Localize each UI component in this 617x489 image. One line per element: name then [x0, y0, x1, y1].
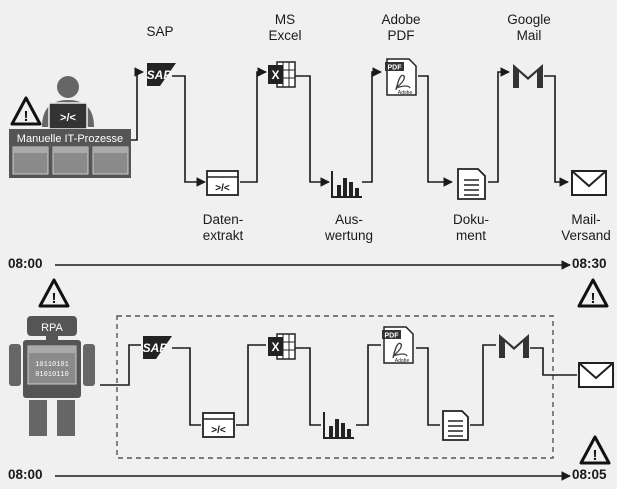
window-icon	[52, 146, 89, 175]
code-glyph: >/<	[60, 112, 76, 124]
gmail-icon	[499, 334, 529, 358]
manual-process-desk: Manuelle IT-Prozesse	[9, 129, 131, 178]
warning-icon: !	[579, 435, 611, 465]
window-icon	[92, 146, 129, 175]
svg-text:SAP: SAP	[147, 68, 173, 82]
svg-text:>/<: >/<	[211, 425, 226, 436]
svg-text:!: !	[593, 447, 598, 464]
process-label: Manuelle IT-Prozesse	[17, 133, 123, 145]
excel-icon: X	[268, 333, 296, 360]
bottom-time-start: 08:00	[8, 467, 43, 482]
terminal-icon: >/<	[202, 412, 235, 438]
svg-text:!: !	[591, 290, 596, 307]
svg-text:PDF: PDF	[388, 65, 403, 72]
pdf-icon: PDF Adobe	[382, 326, 414, 364]
sap-logo-icon: SAP	[143, 336, 172, 359]
mail-icon	[578, 362, 614, 388]
svg-text:>/<: >/<	[215, 183, 230, 194]
warning-icon: !	[38, 278, 70, 308]
svg-text:Adobe: Adobe	[398, 90, 413, 96]
svg-text:!: !	[24, 108, 29, 125]
step-label-mail: Mail-Versand	[561, 212, 611, 243]
robot-label: RPA	[41, 322, 63, 334]
bottom-flow-lines	[100, 344, 577, 426]
bar-chart-icon	[331, 171, 362, 198]
svg-text:PDF: PDF	[385, 333, 400, 340]
sap-logo-icon: SAP	[147, 63, 176, 86]
warning-icon: !	[10, 96, 42, 126]
robot-icon: RPA 10110101 01010110	[9, 316, 95, 436]
mail-icon	[571, 170, 607, 196]
bar-chart-icon	[323, 412, 354, 439]
svg-text:SAP: SAP	[143, 341, 169, 355]
document-icon	[442, 410, 469, 441]
step-label-extract: Daten-extrakt	[202, 212, 244, 243]
top-flow-lines	[131, 67, 569, 187]
top-time-end: 08:30	[572, 256, 607, 271]
rpa-automation-box	[116, 315, 554, 459]
svg-text:Adobe: Adobe	[395, 358, 410, 364]
top-time-start: 08:00	[8, 256, 43, 271]
excel-icon: X	[268, 61, 296, 88]
pdf-icon: PDF Adobe	[385, 58, 417, 96]
window-icon: 10110101 01010110	[27, 345, 77, 385]
step-label-eval: Aus-wertung	[324, 212, 374, 243]
svg-text:10110101: 10110101	[35, 361, 69, 369]
document-icon	[457, 168, 486, 200]
bottom-time-end: 08:05	[572, 467, 607, 482]
app-label-sap: SAP	[146, 24, 174, 39]
step-label-doc: Doku-ment	[452, 212, 489, 243]
warning-icon: !	[577, 278, 609, 308]
terminal-icon: >/<	[206, 170, 239, 196]
svg-text:X: X	[271, 340, 279, 354]
svg-text:X: X	[271, 68, 279, 82]
gmail-icon	[513, 64, 543, 88]
svg-text:!: !	[52, 290, 57, 307]
laptop-icon: >/<	[48, 102, 88, 130]
window-icon	[12, 146, 49, 175]
svg-text:01010110: 01010110	[35, 371, 69, 379]
